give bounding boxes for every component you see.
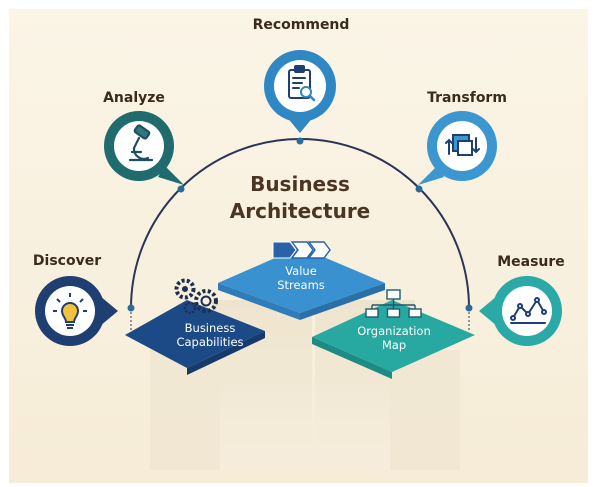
microscope-icon [128,124,154,162]
diagram-title-line1: Business [250,172,350,196]
stage-label-transform: Transform [427,90,507,106]
tile-organization-map [312,300,475,379]
stage-label-analyze: Analyze [103,90,165,106]
pedestal [150,300,460,470]
gears-icon [174,278,218,315]
tile-label-organization-map: Organization Map [357,324,431,352]
tile-label-line: Organization [357,324,431,338]
arch-dot [296,137,304,145]
transform-arrows-icon [445,134,480,156]
tile-label-line: Map [381,338,407,352]
tile-label-line: Streams [277,278,325,292]
line-chart-icon [510,297,547,324]
tile-label-line: Value [285,264,317,278]
tile-label-value-streams: Value Streams [277,264,325,292]
tile-label-line: Capabilities [176,335,244,349]
stage-label-discover: Discover [32,253,102,269]
chevron-arrows-icon [272,241,331,259]
arch-dot [415,185,423,193]
arch-dot [177,185,185,193]
diagram-title-line2: Architecture [229,199,371,223]
tile-label-business-capabilities: Business Capabilities [176,321,243,349]
org-chart-icon [365,289,422,318]
stage-label-recommend: Recommend [252,17,350,33]
tile-business-capabilities [125,300,265,375]
tile-label-line: Business [184,321,236,335]
stage-label-measure: Measure [497,254,565,270]
tile-value-streams [218,247,385,320]
lightbulb-icon [53,293,87,329]
arch-dot [127,304,135,312]
arch-dot [465,304,473,312]
analyze-badge [104,111,184,185]
clipboard-magnifier-icon [288,65,316,102]
